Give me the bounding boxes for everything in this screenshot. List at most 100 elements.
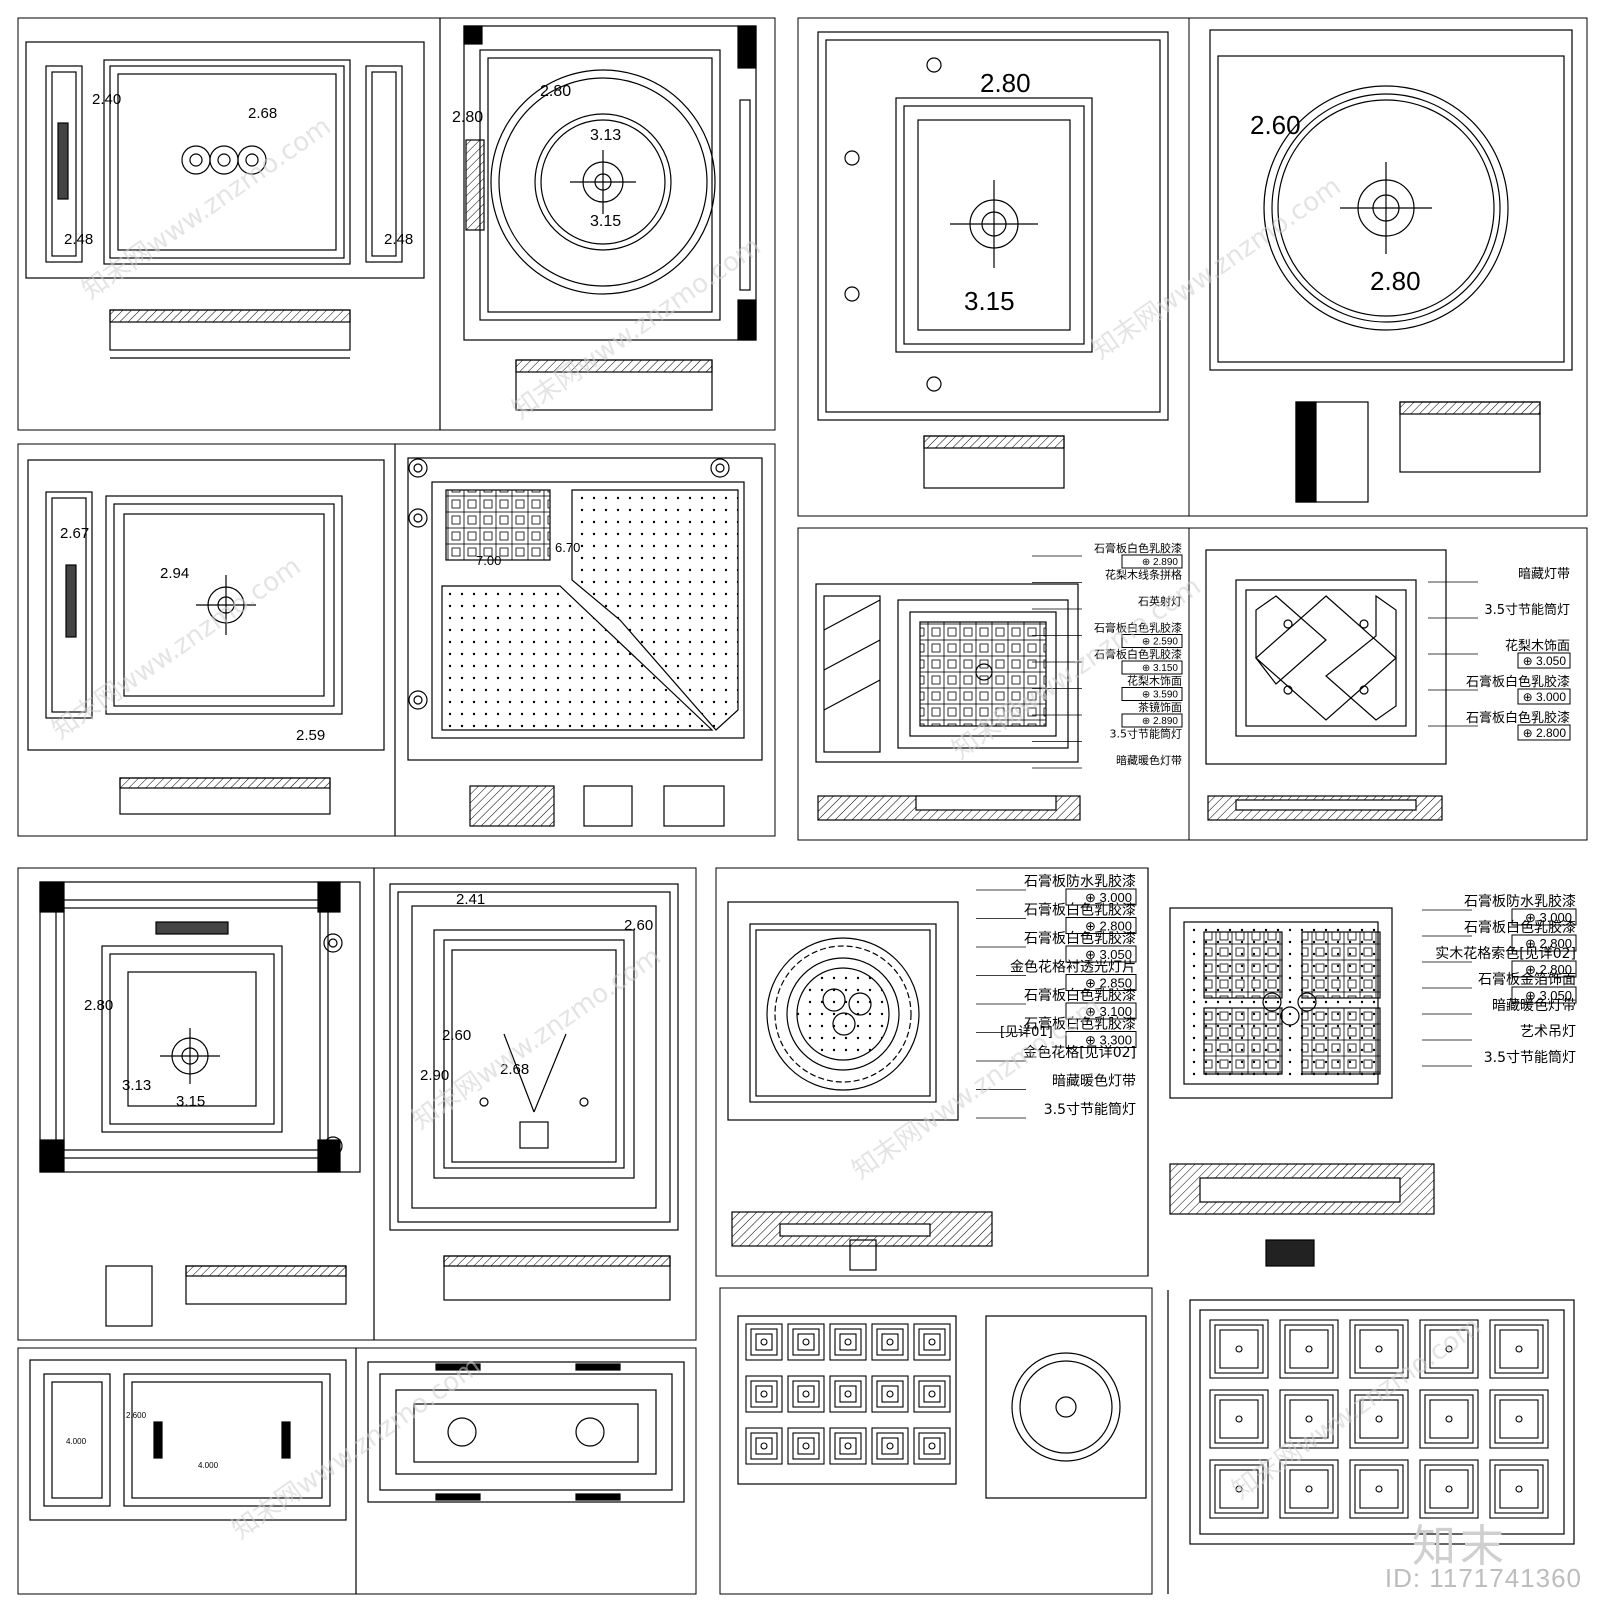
panel-9 [17, 867, 697, 1341]
coffer-cell [913, 1427, 951, 1465]
coffer-cell [1349, 1459, 1409, 1519]
coffer-cell [1209, 1389, 1269, 1449]
coffer-cell [918, 1432, 946, 1460]
callout-label: 暗藏暖色灯带 [1116, 753, 1182, 767]
coffer-cell-lamp [1305, 1415, 1313, 1423]
callout-value-box [1065, 1031, 1137, 1048]
callout-value-box [1517, 688, 1571, 705]
coffer-cell [881, 1385, 899, 1403]
watermark-1: 知末网www.znzmo.com [77, 111, 337, 305]
coffer-cell-lamp [1375, 1485, 1383, 1493]
coffer-cell [745, 1375, 783, 1413]
level-p1-1: 2.68 [248, 105, 277, 122]
panel-7 [797, 527, 1190, 841]
coffer-cell [1284, 1324, 1334, 1374]
level-p10-4: 2.68 [500, 1061, 529, 1078]
coffer-cell [829, 1323, 867, 1361]
coffer-cell-lamp [1515, 1345, 1523, 1353]
coffer-cell [871, 1323, 909, 1361]
callout-value: ⊕ 2.800 [1523, 726, 1567, 740]
coffer-cell [755, 1437, 773, 1455]
coffer-cell-lamp [886, 1390, 894, 1398]
callout-label: 石膏板白色乳胶漆 [1094, 621, 1182, 635]
level-p6-1: 6.70 [555, 540, 580, 555]
coffer-cell [829, 1427, 867, 1465]
coffer-cell [755, 1385, 773, 1403]
coffer-cell [1429, 1329, 1469, 1369]
level-p10-2: 2.60 [442, 1027, 471, 1044]
watermark-8: 知末网www.znzmo.com [227, 1351, 487, 1545]
coffer-cell [1279, 1389, 1339, 1449]
coffer-cell [797, 1437, 815, 1455]
callout-value: ⊕ 3.590 [1142, 690, 1179, 701]
callout-value: ⊕ 2.850 [1085, 976, 1132, 991]
level-p3-0: 2.80 [980, 68, 1031, 98]
coffer-cell [787, 1375, 825, 1413]
watermark-9: 知末网www.znzmo.com [1227, 1311, 1487, 1505]
callout-label: 茶镜饰面 [1138, 700, 1182, 714]
coffer-cell [1349, 1389, 1409, 1449]
coffer-cell-lamp [802, 1442, 810, 1450]
level-p1-2: 2.48 [64, 231, 93, 248]
callout-value-box [1511, 960, 1577, 978]
coffer-cell [1289, 1329, 1329, 1369]
coffer-cell [745, 1323, 783, 1361]
coffer-cell [1214, 1394, 1264, 1444]
level-p6-0: 7.00 [476, 553, 501, 568]
coffer-cell [1489, 1319, 1549, 1379]
coffer-cell [834, 1380, 862, 1408]
coffer-cell [913, 1375, 951, 1413]
coffer-cell [871, 1427, 909, 1465]
coffer-cell-lamp [1235, 1345, 1243, 1353]
coffer-cell-lamp [1235, 1415, 1243, 1423]
callout-value-box [1065, 974, 1137, 991]
callout-value: ⊕ 3.000 [1085, 890, 1132, 905]
p11-detail-note: [见详01] [1000, 1025, 1053, 1040]
panel-1 [17, 17, 776, 431]
callout-label: 石英射灯 [1138, 594, 1182, 608]
callout-value: ⊕ 2.890 [1142, 557, 1179, 568]
coffer-cell [1429, 1399, 1469, 1439]
coffer-cell [1219, 1469, 1259, 1509]
coffer-cell [923, 1437, 941, 1455]
coffer-cell [1419, 1459, 1479, 1519]
callout-value-box [1121, 660, 1183, 675]
coffer-cell [1424, 1394, 1474, 1444]
callout-label: 3.5寸节能筒灯 [1484, 1049, 1576, 1066]
coffer-cell [1499, 1329, 1539, 1369]
coffer-cell-lamp [844, 1338, 852, 1346]
callout-value: ⊕ 3.000 [1525, 910, 1572, 925]
callout-value: ⊕ 3.050 [1523, 654, 1567, 668]
coffer-cell [1284, 1394, 1334, 1444]
coffer-cell [1359, 1329, 1399, 1369]
coffer-cell-lamp [844, 1442, 852, 1450]
level-p13-2: 2.600 [126, 1411, 147, 1420]
brand-logo: 知末 [1412, 1521, 1508, 1572]
callout-label: 石膏板金箔饰面 [1478, 971, 1576, 988]
coffer-cell-lamp [886, 1338, 894, 1346]
level-p13-0: 4.000 [66, 1437, 87, 1446]
drawing-id: ID: 1171741360 [1384, 1563, 1582, 1593]
coffer-cell-lamp [760, 1338, 768, 1346]
coffer-cell [1214, 1324, 1264, 1374]
callout-label: 石膏板白色乳胶漆 [1094, 647, 1182, 661]
coffer-cell [839, 1333, 857, 1351]
coffer-cell [1359, 1469, 1399, 1509]
coffer-cell [881, 1333, 899, 1351]
level-p3-1: 3.15 [964, 286, 1015, 316]
coffer-cell [755, 1333, 773, 1351]
coffer-cell [913, 1323, 951, 1361]
level-p4-0: 2.60 [1250, 110, 1301, 140]
coffer-cell [750, 1380, 778, 1408]
coffer-cell-lamp [1445, 1345, 1453, 1353]
level-p4-1: 2.80 [1370, 266, 1421, 296]
callout-value: ⊕ 3.150 [1142, 663, 1179, 674]
coffer-cell [1289, 1469, 1329, 1509]
level-p2-1: 2.80 [452, 109, 483, 126]
coffer-cell [1354, 1324, 1404, 1374]
coffer-cell-lamp [1445, 1415, 1453, 1423]
callout-label: 石膏板白色乳胶漆 [1024, 930, 1136, 947]
coffer-cell [923, 1333, 941, 1351]
